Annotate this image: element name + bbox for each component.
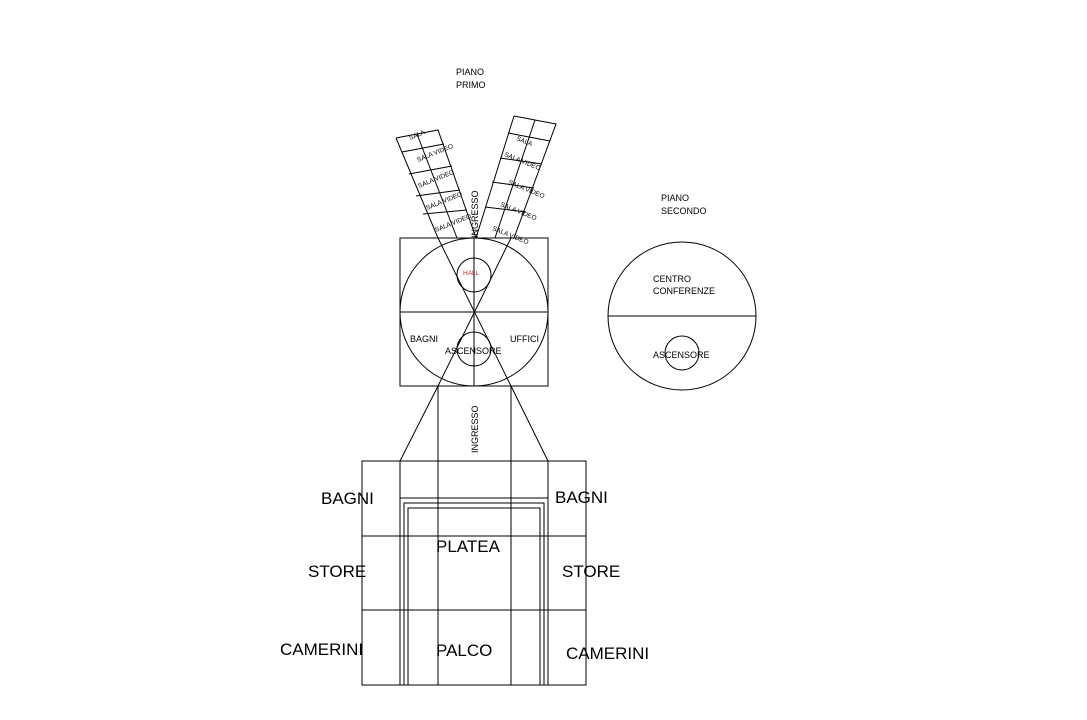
left-wing-room-3: SALA VIDEO [417, 169, 455, 190]
theater-block: BAGNI BAGNI STORE STORE CAMERINI CAMERIN… [280, 460, 649, 686]
right-wing-sep-1 [507, 132, 551, 142]
left-wing-sep-3 [415, 189, 461, 197]
palco-label: PALCO [436, 641, 492, 660]
ascensore-circle-first [456, 331, 492, 367]
right-wing-room-3: SALA VIDEO [507, 179, 545, 200]
left-wing-room-1: SALA [408, 129, 427, 142]
ascensore-circle-second [664, 335, 700, 371]
left-wing-sep-4 [422, 209, 468, 215]
left-wing-sep-2 [408, 165, 453, 175]
right-wing-room-5: SALA VIDEO [491, 225, 529, 246]
bagni-small-label: BAGNI [410, 334, 438, 344]
camerini-left-label: CAMERINI [280, 640, 363, 659]
left-wing: SALA SALA VIDEO SALA VIDEO SALA VIDEO SA… [395, 129, 477, 239]
piano-secondo-label-line1: PIANO [661, 193, 689, 203]
hall-circle [456, 257, 492, 293]
bagni-right-label: BAGNI [555, 488, 608, 507]
piano-primo-label-line2: PRIMO [456, 80, 486, 90]
right-wing-sep-4 [484, 206, 527, 213]
ingresso-top-label: INGRESSO [470, 190, 480, 238]
right-wing-divider [494, 119, 536, 239]
connector-left [399, 385, 439, 462]
centro-conferenze-line1: CENTRO [653, 274, 691, 284]
theater-inner-frame-2 [407, 507, 541, 685]
left-wing-sep-1 [401, 143, 445, 153]
ingresso-bottom-label: INGRESSO [470, 405, 480, 453]
first-floor-block: HALL BAGNI UFFICI ASCENSORE [399, 237, 549, 387]
second-floor-block: CENTRO CONFERENZE ASCENSORE [607, 241, 757, 391]
ascensore-first-label: ASCENSORE [445, 346, 502, 356]
theater-outline [361, 460, 587, 686]
camerini-right-label: CAMERINI [566, 644, 649, 663]
left-wing-room-5: SALA VIDEO [434, 213, 472, 234]
piano-primo-label-line1: PIANO [456, 67, 484, 77]
piano-secondo-label-line2: SECONDO [661, 206, 707, 216]
uffici-label: UFFICI [510, 334, 539, 344]
right-wing: SALA SALA VIDEO SALA VIDEO SALA VIDEO SA… [475, 115, 557, 246]
hall-label: HALL [463, 270, 480, 277]
right-wing-room-2: SALA VIDEO [503, 151, 541, 172]
right-wing-room-4: SALA VIDEO [499, 201, 537, 222]
right-wing-sep-2 [499, 157, 543, 165]
centro-conferenze-line2: CONFERENZE [653, 286, 715, 296]
connector-right [510, 385, 549, 462]
ascensore-second-label: ASCENSORE [653, 350, 710, 360]
store-right-label: STORE [562, 562, 620, 581]
left-wing-divider [416, 133, 458, 239]
theater-inner-frame-1 [403, 502, 545, 685]
right-wing-sep-3 [491, 181, 535, 189]
first-floor-diagonal-2 [437, 237, 512, 387]
store-left-label: STORE [308, 562, 366, 581]
bagni-left-label: BAGNI [321, 489, 374, 508]
platea-label: PLATEA [436, 537, 501, 556]
